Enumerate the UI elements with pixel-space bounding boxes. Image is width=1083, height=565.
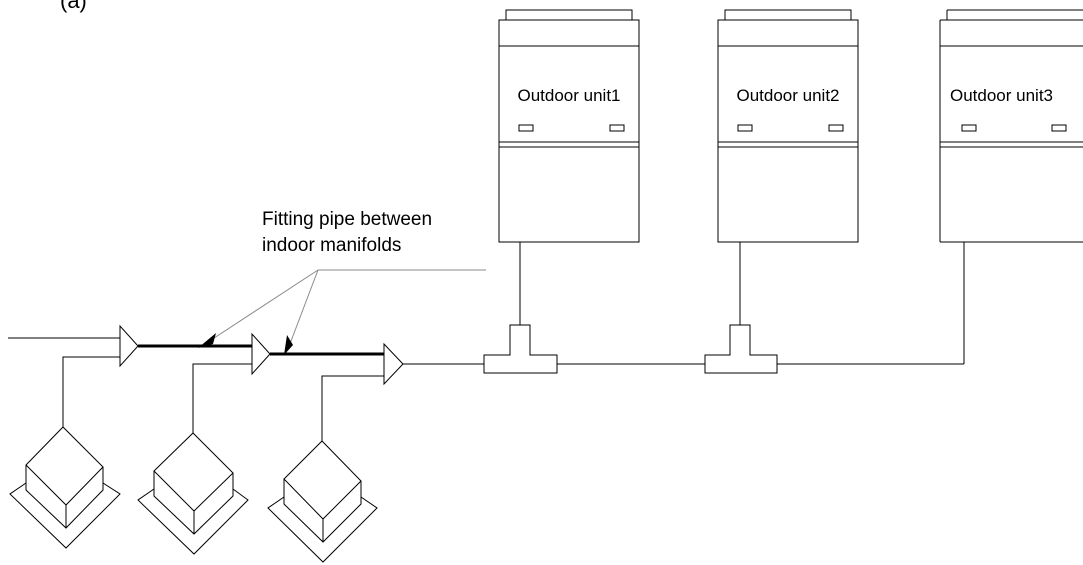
outdoor-branch-joint-1 [483, 324, 558, 374]
indoor-manifold-1 [119, 324, 139, 368]
indoor-unit-2 [137, 432, 249, 555]
indoor-piping [8, 337, 384, 441]
arrowhead-1 [198, 333, 216, 348]
outdoor-unit-1: Outdoor unit1 [498, 9, 640, 243]
indoor-unit-3 [267, 440, 378, 563]
indoor-manifold-2 [251, 332, 271, 376]
outdoor-unit-1-label: Outdoor unit1 [517, 86, 620, 105]
annotation-line-1: Fitting pipe between [262, 209, 432, 230]
annotation-line-2: indoor manifolds [262, 235, 401, 256]
fitting-pipe-annotation: Fitting pipe between indoor manifolds [198, 209, 486, 355]
outdoor-unit-3: Outdoor unit3 [939, 9, 1083, 243]
outdoor-unit-2: Outdoor unit2 [717, 9, 859, 243]
indoor-manifold-3 [383, 342, 404, 386]
outdoor-unit-3-label: Outdoor unit3 [950, 86, 1053, 105]
outdoor-piping [403, 242, 965, 365]
outdoor-unit-2-label: Outdoor unit2 [736, 86, 839, 105]
leader-line-2 [287, 269, 319, 350]
indoor-unit-1 [9, 426, 121, 549]
arrowhead-2 [284, 335, 293, 355]
figure-label: (a) [60, 0, 87, 13]
leader-line-1 [207, 269, 319, 343]
outdoor-branch-joint-2 [704, 324, 778, 374]
